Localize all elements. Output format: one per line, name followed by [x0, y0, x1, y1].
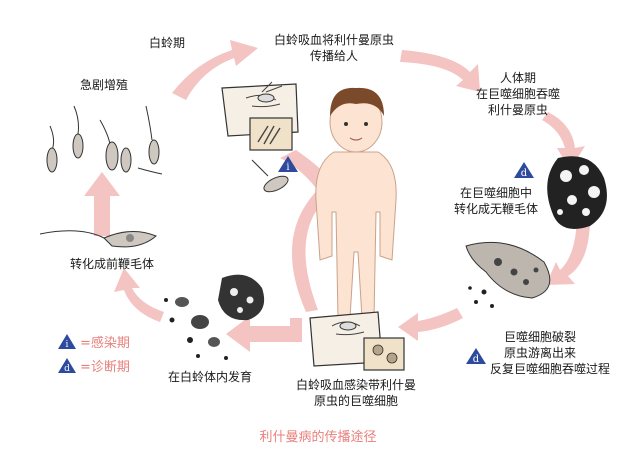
- label-human-phase-3: 利什曼原虫: [488, 103, 548, 117]
- arrow-right-lower: [546, 216, 590, 285]
- label-sandfly-phase: 白蛉期: [149, 35, 185, 50]
- cycle-arrows: [84, 40, 590, 352]
- multiplying-promastigotes-icon: [46, 105, 163, 175]
- diagnostic-badge-right: d: [514, 162, 534, 179]
- label-amastigote-1: 在巨噬细胞中: [460, 185, 532, 200]
- legend-diagnostic-label: =诊断期: [80, 360, 130, 375]
- promastigote-top-icon: [251, 159, 289, 193]
- arrow-left-mid: [84, 172, 120, 236]
- diagram-title: 利什曼病的传播途径: [259, 429, 376, 445]
- arrow-center-long: [291, 182, 336, 312]
- arrow-center-down: [280, 150, 328, 188]
- label-rupture-3: 反复巨噬细胞吞噬过程: [490, 361, 610, 376]
- label-human-phase-1: 人体期: [500, 71, 536, 85]
- svg-text:d: d: [64, 364, 70, 374]
- legend: i =感染期 d =诊断期: [58, 334, 130, 375]
- arrow-right-down: [542, 112, 585, 170]
- legend-diagnostic: d =诊断期: [58, 358, 130, 375]
- label-human-phase-2: 在巨噬细胞吞噬: [476, 86, 560, 101]
- legend-infective-label: =感染期: [80, 335, 130, 351]
- arrow-top-right: [400, 50, 480, 92]
- label-bite-transmit-1: 白蛉吸血将利什曼原虫: [274, 32, 394, 47]
- arrow-bottom-mid: [226, 316, 302, 352]
- label-rupture-1: 巨噬细胞破裂: [504, 329, 576, 344]
- svg-text:i: i: [66, 340, 69, 350]
- svg-text:d: d: [473, 354, 480, 365]
- ruptured-macrophage-icon: [465, 241, 551, 308]
- diagnostic-badge-lower: d: [466, 348, 486, 365]
- label-amastigote-2: 转化成无鞭毛体: [454, 201, 538, 216]
- arrow-left-up: [114, 268, 164, 322]
- svg-text:i: i: [286, 162, 289, 173]
- amastigote-cluster-icon: [164, 274, 265, 360]
- label-rupture-2: 原虫游离出来: [504, 345, 576, 360]
- promastigote-icon: [39, 230, 157, 248]
- label-promastigote: 转化成前鞭毛体: [70, 256, 154, 271]
- label-develop: 在白蛉体内发育: [168, 369, 252, 384]
- sandfly-bite-icon: [221, 81, 299, 151]
- arrow-bottom-left: [398, 308, 463, 341]
- arrow-sandfly-to-human: [172, 40, 258, 100]
- label-bite-transmit-2: 传播给人: [310, 48, 358, 63]
- human-figure: [315, 87, 397, 319]
- label-multiply: 急剧增殖: [80, 77, 128, 92]
- sandfly-infected-bite-icon: [309, 311, 405, 371]
- label-bite-infected-1: 白蛉吸血感染带利什曼: [296, 377, 416, 392]
- svg-text:d: d: [521, 168, 528, 179]
- label-bite-infected-2: 原虫的巨噬细胞: [314, 393, 398, 408]
- infective-badge-top: i: [278, 156, 298, 173]
- macrophage-icon: [547, 156, 607, 229]
- legend-infective: i =感染期: [58, 334, 130, 351]
